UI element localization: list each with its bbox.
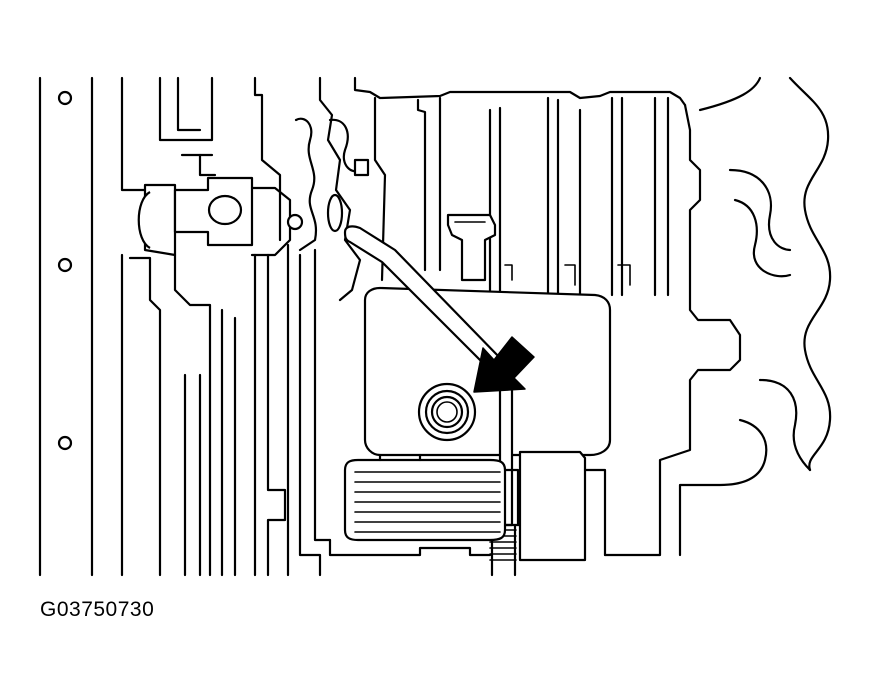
figure-code: G03750730 (40, 598, 155, 621)
bracket-bolt (207, 194, 243, 226)
engine-oil-pan-diagram (38, 76, 832, 577)
casting-upper-left (253, 76, 370, 302)
ribbed-cover (328, 453, 520, 557)
bolt-hole-bottom (57, 435, 73, 451)
sensor-housing (518, 450, 607, 562)
bolt-hole-middle (57, 257, 73, 273)
casting-right (603, 76, 832, 557)
arrow-pointer-icon (473, 336, 535, 393)
mounting-bracket (137, 153, 292, 257)
drain-plug-icon (417, 382, 477, 442)
engine-block-left (38, 76, 332, 577)
bolt-hole-top (57, 90, 73, 106)
flange-bolt-holes (57, 90, 73, 451)
